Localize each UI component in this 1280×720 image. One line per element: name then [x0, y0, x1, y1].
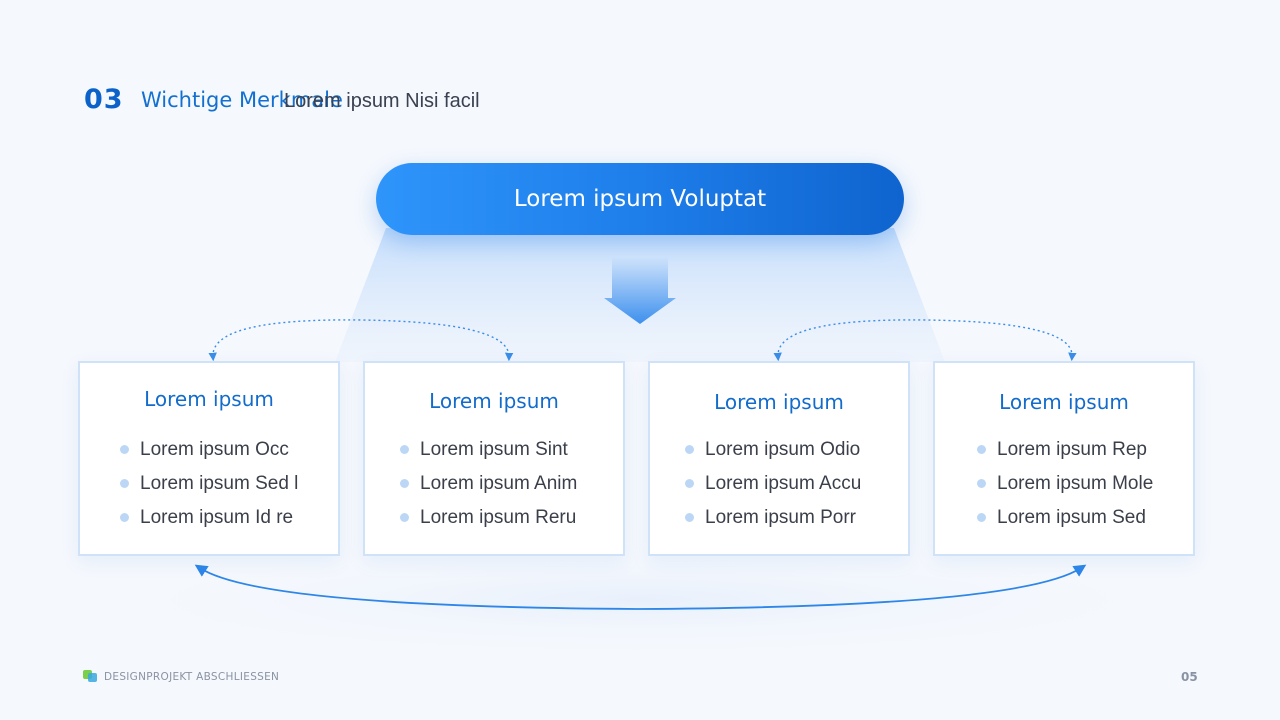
list-item: Lorem ipsum Anim [400, 471, 577, 505]
card-list: Lorem ipsum Odio Lorem ipsum Accu Lorem … [685, 437, 861, 539]
dotted-connector-right [773, 319, 1077, 362]
section-number: 03 [84, 84, 124, 115]
list-item: Lorem ipsum Mole [977, 471, 1153, 505]
feature-card-3: Lorem ipsum Lorem ipsum Odio Lorem ipsum… [648, 361, 910, 556]
card-title: Lorem ipsum [999, 390, 1129, 414]
feature-card-4: Lorem ipsum Lorem ipsum Rep Lorem ipsum … [933, 361, 1195, 556]
card-title: Lorem ipsum [714, 390, 844, 414]
footer-project-label: DESIGNPROJEKT ABSCHLIESSEN [104, 671, 280, 683]
card-list: Lorem ipsum Occ Lorem ipsum Sed l Lorem … [120, 437, 298, 539]
bullet-dot-icon [977, 445, 986, 454]
list-item: Lorem ipsum Sint [400, 437, 577, 471]
down-arrow-icon [604, 258, 676, 324]
feature-card-2: Lorem ipsum Lorem ipsum Sint Lorem ipsum… [363, 361, 625, 556]
slide-subtitle: Lorem ipsum Nisi facil [284, 90, 480, 112]
bullet-dot-icon [977, 479, 986, 488]
card-list: Lorem ipsum Sint Lorem ipsum Anim Lorem … [400, 437, 577, 539]
list-item: Lorem ipsum Rep [977, 437, 1153, 471]
section-title: Wichtige Merkmale [141, 88, 343, 112]
card-list: Lorem ipsum Rep Lorem ipsum Mole Lorem i… [977, 437, 1153, 539]
list-item: Lorem ipsum Occ [120, 437, 298, 471]
bullet-dot-icon [120, 479, 129, 488]
list-item: Lorem ipsum Sed l [120, 471, 298, 505]
list-item: Lorem ipsum Sed [977, 505, 1153, 539]
list-item: Lorem ipsum Odio [685, 437, 861, 471]
list-item: Lorem ipsum Reru [400, 505, 577, 539]
floor-glow [80, 540, 1200, 660]
bullet-dot-icon [400, 479, 409, 488]
bullet-dot-icon [977, 513, 986, 522]
list-item: Lorem ipsum Porr [685, 505, 861, 539]
bullet-dot-icon [685, 445, 694, 454]
bullet-dot-icon [400, 513, 409, 522]
bullet-dot-icon [120, 445, 129, 454]
page-number: 05 [1181, 670, 1198, 684]
bullet-dot-icon [120, 513, 129, 522]
list-item: Lorem ipsum Accu [685, 471, 861, 505]
top-label-text: Lorem ipsum Voluptat [513, 186, 767, 212]
bullet-dot-icon [685, 479, 694, 488]
card-title: Lorem ipsum [144, 387, 274, 411]
bullet-dot-icon [685, 513, 694, 522]
feature-card-1: Lorem ipsum Lorem ipsum Occ Lorem ipsum … [78, 361, 340, 556]
bullet-dot-icon [400, 445, 409, 454]
bottom-connector [194, 564, 1087, 610]
project-logo-icon [83, 670, 97, 682]
top-label-pill: Lorem ipsum Voluptat [376, 163, 904, 235]
card-title: Lorem ipsum [429, 389, 559, 413]
dotted-connector-left [208, 319, 514, 362]
list-item: Lorem ipsum Id re [120, 505, 298, 539]
